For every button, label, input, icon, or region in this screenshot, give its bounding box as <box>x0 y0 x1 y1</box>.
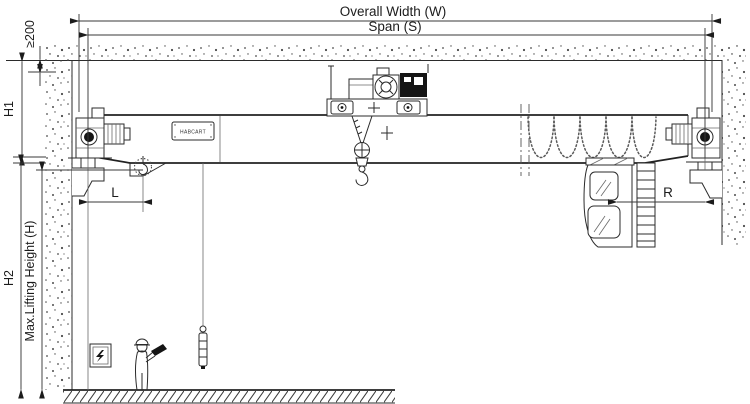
lightning-bolt-icon <box>96 350 104 362</box>
cab-window-lower <box>587 205 621 239</box>
remote-control <box>151 344 167 356</box>
ladder <box>636 162 656 248</box>
max-lifting-height-label: Max.Lifting Height (H) <box>23 221 37 342</box>
hook-right-label: R <box>663 185 673 200</box>
pendant-control <box>198 163 208 369</box>
dim-hook-right: R <box>607 185 715 205</box>
hook-block <box>351 115 373 186</box>
floor <box>63 389 395 404</box>
operator-cab <box>583 157 635 248</box>
end-carriage-right <box>665 107 721 159</box>
worker <box>133 338 167 391</box>
dim-clearance: ≥200 <box>23 20 56 86</box>
h2-label: H2 <box>2 270 16 286</box>
ceiling <box>6 44 746 61</box>
hook-left-label: L <box>111 185 119 200</box>
festoon-cables <box>527 116 657 159</box>
hook-approach-marker-left <box>133 156 153 212</box>
hoist-trolley <box>326 64 429 117</box>
overall-width-label: Overall Width (W) <box>340 4 447 19</box>
left-wall <box>45 44 73 390</box>
h1-label: H1 <box>2 101 16 117</box>
dim-h2: H2 <box>2 154 46 399</box>
span-label: Span (S) <box>368 19 421 34</box>
right-wall <box>721 44 746 245</box>
logo-plate: HABCART <box>171 121 215 141</box>
midspan-center-mark <box>381 126 393 140</box>
electrical-box <box>89 343 112 368</box>
dim-h1: H1 <box>2 52 46 166</box>
end-carriage-left <box>75 107 131 159</box>
dim-hook-left: L <box>78 185 153 205</box>
logo-text: HABCART <box>180 130 206 136</box>
runway-bracket-right <box>686 150 722 199</box>
cab-window-upper <box>589 171 619 201</box>
dim-overall-width: Overall Width (W) <box>69 4 722 112</box>
dim-span: Span (S) <box>78 19 715 158</box>
clearance-label: ≥200 <box>23 20 37 48</box>
dim-max-lifting-height: Max.Lifting Height (H) <box>23 161 143 399</box>
